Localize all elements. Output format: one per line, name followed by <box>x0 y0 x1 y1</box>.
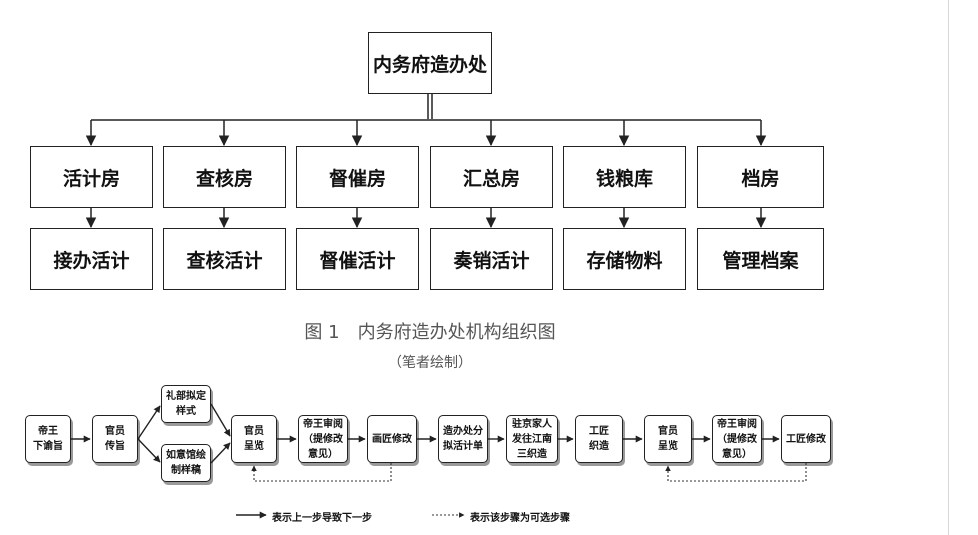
flow-arrow-3-5 <box>210 403 231 437</box>
flow-arrow-2-4 <box>137 438 161 463</box>
dept-box-chahe: 查核房 <box>163 146 286 208</box>
flow-arrow-4-5 <box>210 442 231 464</box>
flow-step-official-present: 官员 呈览 <box>231 415 277 463</box>
flow-dotted-loop-1 <box>251 463 392 482</box>
duty-box-huoji: 接办活计 <box>30 228 153 290</box>
flow-arrow-2-3 <box>137 405 161 440</box>
flow-step-artisan-revise: 工匠修改 <box>781 415 831 463</box>
duty-box-dang: 管理档案 <box>697 228 824 290</box>
duty-box-ducui: 督催活计 <box>296 228 419 290</box>
duty-box-chahe: 查核活计 <box>163 228 286 290</box>
flow-step-ruyi-draft: 如意馆绘 制样稿 <box>161 444 211 482</box>
duty-box-qianliang: 存储物料 <box>563 228 686 290</box>
dept-box-ducui: 督催房 <box>296 146 419 208</box>
dept-box-qianliang: 钱粮库 <box>563 146 686 208</box>
flow-step-official-present-2: 官员 呈览 <box>644 415 692 463</box>
flow-dotted-loop-2 <box>665 463 807 482</box>
dept-box-huoji: 活计房 <box>30 146 153 208</box>
flow-step-emperor-review-2: 帝王审阅 （提修改 意见） <box>712 415 762 463</box>
figure-note: （笔者绘制） <box>388 355 472 371</box>
legend-dotted-label: 表示该步骤为可选步骤 <box>470 513 570 524</box>
flow-step-emperor-review: 帝王审阅 （提修改 意见） <box>298 415 348 463</box>
flow-step-artisan-weave: 工匠 织造 <box>575 415 623 463</box>
duty-box-huizong: 奏销活计 <box>430 228 553 290</box>
legend-solid-label: 表示上一步导致下一步 <box>272 513 372 524</box>
page-edge-divider <box>948 0 949 535</box>
flow-step-painter-revise: 画匠修改 <box>367 415 417 463</box>
flow-step-official-transmit: 官员 传旨 <box>92 415 138 463</box>
flow-step-workshop-list: 造办处分 拟活计单 <box>438 415 488 463</box>
org-root-box: 内务府造办处 <box>368 32 492 94</box>
dept-box-huizong: 汇总房 <box>430 146 553 208</box>
flow-step-send-jiangnan: 驻京家人 发往江南 三织造 <box>506 415 558 463</box>
dept-box-dang: 档房 <box>697 146 824 208</box>
flow-step-emperor-decree: 帝王 下谕旨 <box>25 415 71 463</box>
figure-caption: 图 1 内务府造办处机构组织图 <box>304 322 556 343</box>
flow-step-ministry-style: 礼部拟定 样式 <box>161 385 211 423</box>
